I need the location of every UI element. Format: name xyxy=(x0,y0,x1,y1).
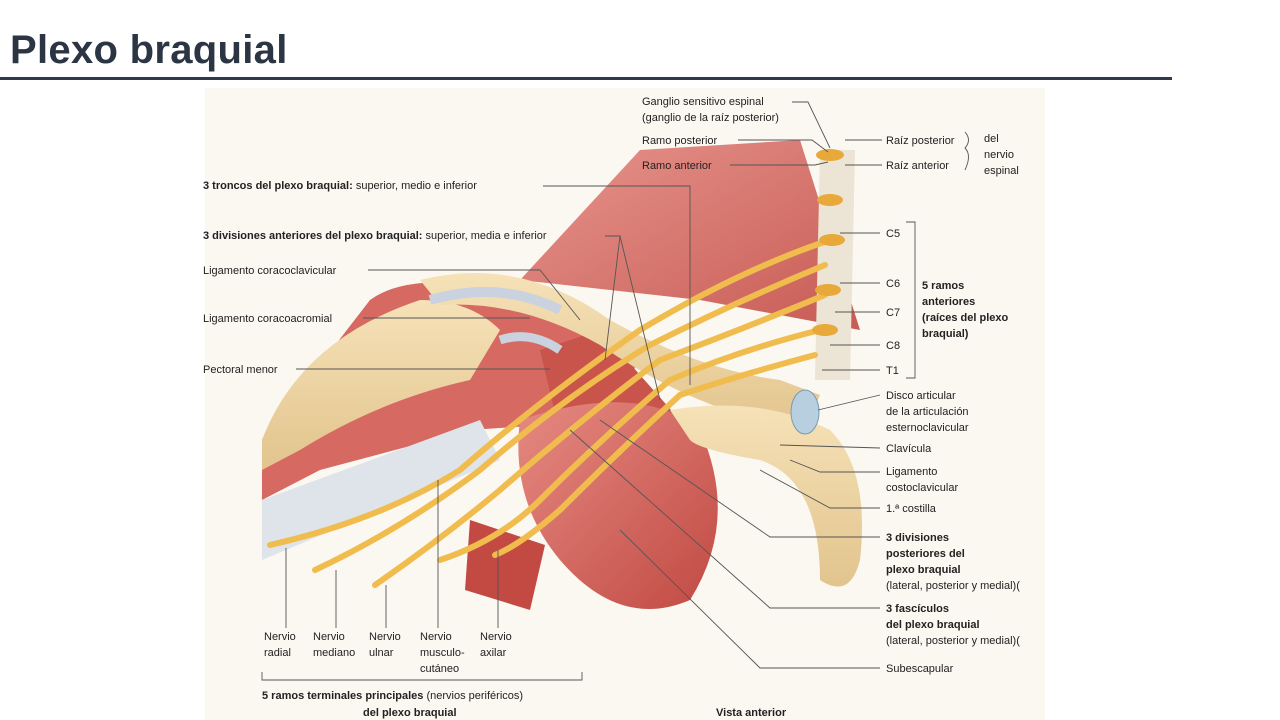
label-div-post-2: posteriores del xyxy=(886,548,965,560)
label-ramos-anteriores-3: (raíces del plexo xyxy=(922,312,1008,324)
label-nervio-musculocutaneo-1: Nervio xyxy=(420,631,452,643)
label-costilla: 1.ª costilla xyxy=(886,503,937,515)
label-pectoral-menor: Pectoral menor xyxy=(203,364,278,376)
label-div-ant-bold: 3 divisiones anteriores del plexo braqui… xyxy=(203,230,422,242)
label-raiz-anterior: Raíz anterior xyxy=(886,160,949,172)
label-disco-3: esternoclavicular xyxy=(886,422,969,434)
ganglion xyxy=(816,149,844,161)
label-nervio-radial-1: Nervio xyxy=(264,631,296,643)
label-ramos-anteriores-1: 5 ramos xyxy=(922,280,964,292)
label-lig-coracoacromial: Ligamento coracoacromial xyxy=(203,313,332,325)
label-nervio-radial-2: radial xyxy=(264,647,291,659)
label-nervio-musculocutaneo-3: cutáneo xyxy=(420,663,459,675)
subscapularis-muscle xyxy=(518,402,718,609)
label-fasciculos-2: del plexo braquial xyxy=(886,619,980,631)
label-nervio-mediano-1: Nervio xyxy=(313,631,345,643)
label-c6: C6 xyxy=(886,278,900,290)
label-nervio-mediano-2: mediano xyxy=(313,647,355,659)
label-ramos-anteriores-4: braquial) xyxy=(922,328,969,340)
label-clavicula: Clavícula xyxy=(886,443,932,455)
label-lig-coracoclavicular: Ligamento coracoclavicular xyxy=(203,265,337,277)
slide-title: Plexo braquial xyxy=(10,28,288,72)
humerus-shaft xyxy=(262,420,500,560)
nerve-root-c5 xyxy=(267,237,833,548)
label-fasciculos-3: (lateral, posterior y medial)( xyxy=(886,635,1020,647)
label-troncos-rest: superior, medio e inferior xyxy=(353,180,477,192)
label-disco-1: Disco articular xyxy=(886,390,956,402)
label-nervio-ulnar-1: Nervio xyxy=(369,631,401,643)
label-ramos-terminales-bold: 5 ramos terminales principales xyxy=(262,690,423,702)
label-lig-costoclavicular-1: Ligamento xyxy=(886,466,937,478)
label-nervio-espinal-3: espinal xyxy=(984,165,1019,177)
label-ramos-terminales-3: del plexo braquial xyxy=(363,707,457,719)
label-nervio-espinal-1: del xyxy=(984,133,999,145)
humerus xyxy=(262,300,500,470)
label-ramos-terminales: 5 ramos terminales principales (nervios … xyxy=(262,690,523,702)
nerve-paths xyxy=(267,237,833,588)
label-raiz-posterior: Raíz posterior xyxy=(886,135,955,147)
label-div-post-1: 3 divisiones xyxy=(886,532,949,544)
label-ganglio-sensitivo: Ganglio sensitivo espinal xyxy=(642,96,764,108)
clavicle-bone xyxy=(420,273,820,430)
label-div-post-4: (lateral, posterior y medial)( xyxy=(886,580,1020,592)
ganglion xyxy=(812,324,838,336)
first-rib-bone xyxy=(670,405,862,587)
label-c7: C7 xyxy=(886,307,900,319)
ligament-band xyxy=(428,287,563,315)
nerve-root-c6 xyxy=(312,262,828,573)
label-nervio-axilar-1: Nervio xyxy=(480,631,512,643)
label-divisiones-anteriores: 3 divisiones anteriores del plexo braqui… xyxy=(203,230,547,242)
ligament-band xyxy=(498,332,563,354)
sternoclavicular-disc xyxy=(790,389,820,435)
ganglion xyxy=(817,194,843,206)
label-nervio-espinal-2: nervio xyxy=(984,149,1014,161)
spinal-ganglia xyxy=(812,149,845,336)
ganglion xyxy=(815,284,841,296)
nerve-root-c7 xyxy=(372,292,828,588)
label-ramos-terminales-rest: (nervios periféricos) xyxy=(423,690,523,702)
label-nervio-musculocutaneo-2: musculo- xyxy=(420,647,465,659)
label-c8: C8 xyxy=(886,340,900,352)
label-nervio-axilar-2: axilar xyxy=(480,647,507,659)
label-disco-2: de la articulación xyxy=(886,406,969,418)
label-ramo-anterior: Ramo anterior xyxy=(642,160,712,172)
label-subescapular: Subescapular xyxy=(886,663,954,675)
label-t1: T1 xyxy=(886,365,899,377)
label-troncos-bold: 3 troncos del plexo braquial: xyxy=(203,180,353,192)
cervical-spine xyxy=(815,150,855,380)
label-lig-costoclavicular-2: costoclavicular xyxy=(886,482,958,494)
label-fasciculos-1: 3 fascículos xyxy=(886,603,949,615)
label-vista-anterior: Vista anterior xyxy=(716,707,787,719)
label-ramo-posterior: Ramo posterior xyxy=(642,135,718,147)
label-ramos-anteriores-2: anteriores xyxy=(922,296,975,308)
label-c5: C5 xyxy=(886,228,900,240)
nerve-root-t1 xyxy=(492,352,818,558)
leader-lines xyxy=(261,101,969,681)
title-divider xyxy=(0,77,1172,80)
label-div-ant-rest: superior, media e inferior xyxy=(422,230,546,242)
ganglion xyxy=(819,234,845,246)
label-troncos: 3 troncos del plexo braquial: superior, … xyxy=(203,180,477,192)
label-nervio-ulnar-2: ulnar xyxy=(369,647,394,659)
nerve-root-c8 xyxy=(437,327,823,563)
label-div-post-3: plexo braquial xyxy=(886,564,961,576)
label-ganglio-raiz: (ganglio de la raíz posterior) xyxy=(642,112,779,124)
